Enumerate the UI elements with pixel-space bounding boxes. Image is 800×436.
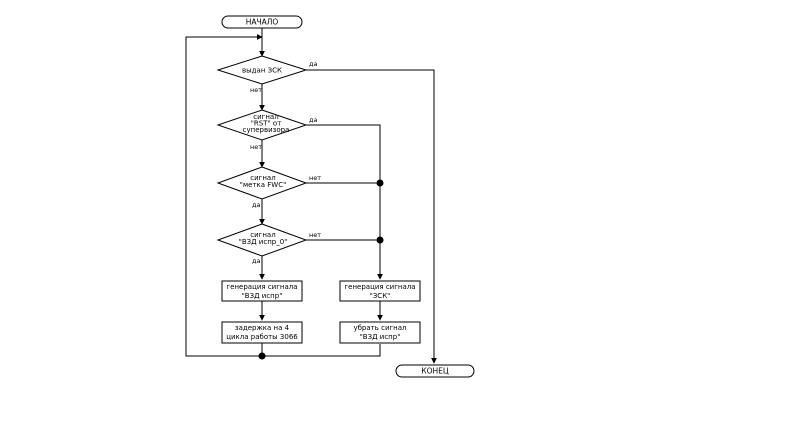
label-d3-yes: да	[252, 201, 260, 209]
junction-dot-merge	[258, 352, 266, 360]
edge-labels: да нет да нет нет да нет да	[250, 60, 321, 265]
junction-dot-d3	[376, 179, 384, 187]
process-p1-text: генерация сигнала"BЗД испр"	[226, 283, 297, 300]
start-label: НАЧАЛО	[246, 18, 279, 27]
decision-d1-text: выдан ЗСК	[242, 67, 282, 75]
decision-d4: сигнал"BЗД испр_0"	[216, 223, 308, 257]
process-p4-text-line: "BЗД испр"	[360, 333, 401, 341]
process-p3-text-line: генерация сигнала	[344, 283, 415, 291]
decision-d2-text-line: "RST" от	[251, 120, 282, 128]
process-p1-text-line: "BЗД испр"	[242, 292, 283, 300]
decision-d3-text: сигнал"метка FWC"	[240, 174, 287, 189]
label-d1-yes: да	[309, 60, 317, 68]
decision-d3: сигнал"метка FWC"	[216, 166, 308, 200]
process-p1: генерация сигнала"BЗД испр"	[221, 280, 303, 302]
edge-loop-back	[185, 34, 381, 357]
end-terminator: КОНЕЦ	[395, 364, 475, 378]
decision-d1: выдан ЗСК	[216, 55, 308, 85]
process-p4-text: убрать сигнал"BЗД испр"	[353, 324, 406, 341]
connectors	[185, 28, 437, 364]
label-d2-yes: да	[309, 116, 317, 124]
decision-d1-text-line: выдан ЗСК	[242, 67, 282, 75]
edge-d1-yes-to-end	[306, 69, 437, 364]
process-p1-text-line: генерация сигнала	[226, 283, 297, 291]
label-d4-no: нет	[309, 231, 321, 239]
decision-d4-text-line: сигнал	[250, 231, 275, 239]
process-p3: генерация сигнала"ЗСК"	[339, 280, 421, 302]
decision-d3-text-line: "метка FWC"	[240, 181, 287, 189]
label-d2-no: нет	[250, 143, 262, 151]
process-p4: убрать сигнал"BЗД испр"	[339, 321, 421, 344]
decision-d4-text-line: "BЗД испр_0"	[239, 238, 288, 246]
process-p3-text-line: "ЗСК"	[370, 292, 391, 300]
label-d1-no: нет	[250, 86, 262, 94]
end-label: КОНЕЦ	[421, 367, 449, 376]
decision-d2-text-line: супервизора	[243, 126, 290, 134]
edge-d2-yes-to-p3	[306, 124, 383, 280]
process-p2-text-line: задержка на 4	[235, 324, 290, 332]
process-p4-text-line: убрать сигнал	[353, 324, 406, 332]
decision-d2-text-line: сигнал	[253, 113, 278, 121]
decision-d3-text-line: сигнал	[250, 174, 275, 182]
junction-dot-d4	[376, 236, 384, 244]
label-d4-yes: да	[252, 257, 260, 265]
decision-d4-text: сигнал"BЗД испр_0"	[239, 231, 288, 246]
label-d3-no: нет	[309, 174, 321, 182]
start-terminator: НАЧАЛО	[221, 15, 303, 29]
process-p3-text: генерация сигнала"ЗСК"	[344, 283, 415, 300]
process-p2-text-line: цикла работы 3066	[226, 333, 298, 341]
